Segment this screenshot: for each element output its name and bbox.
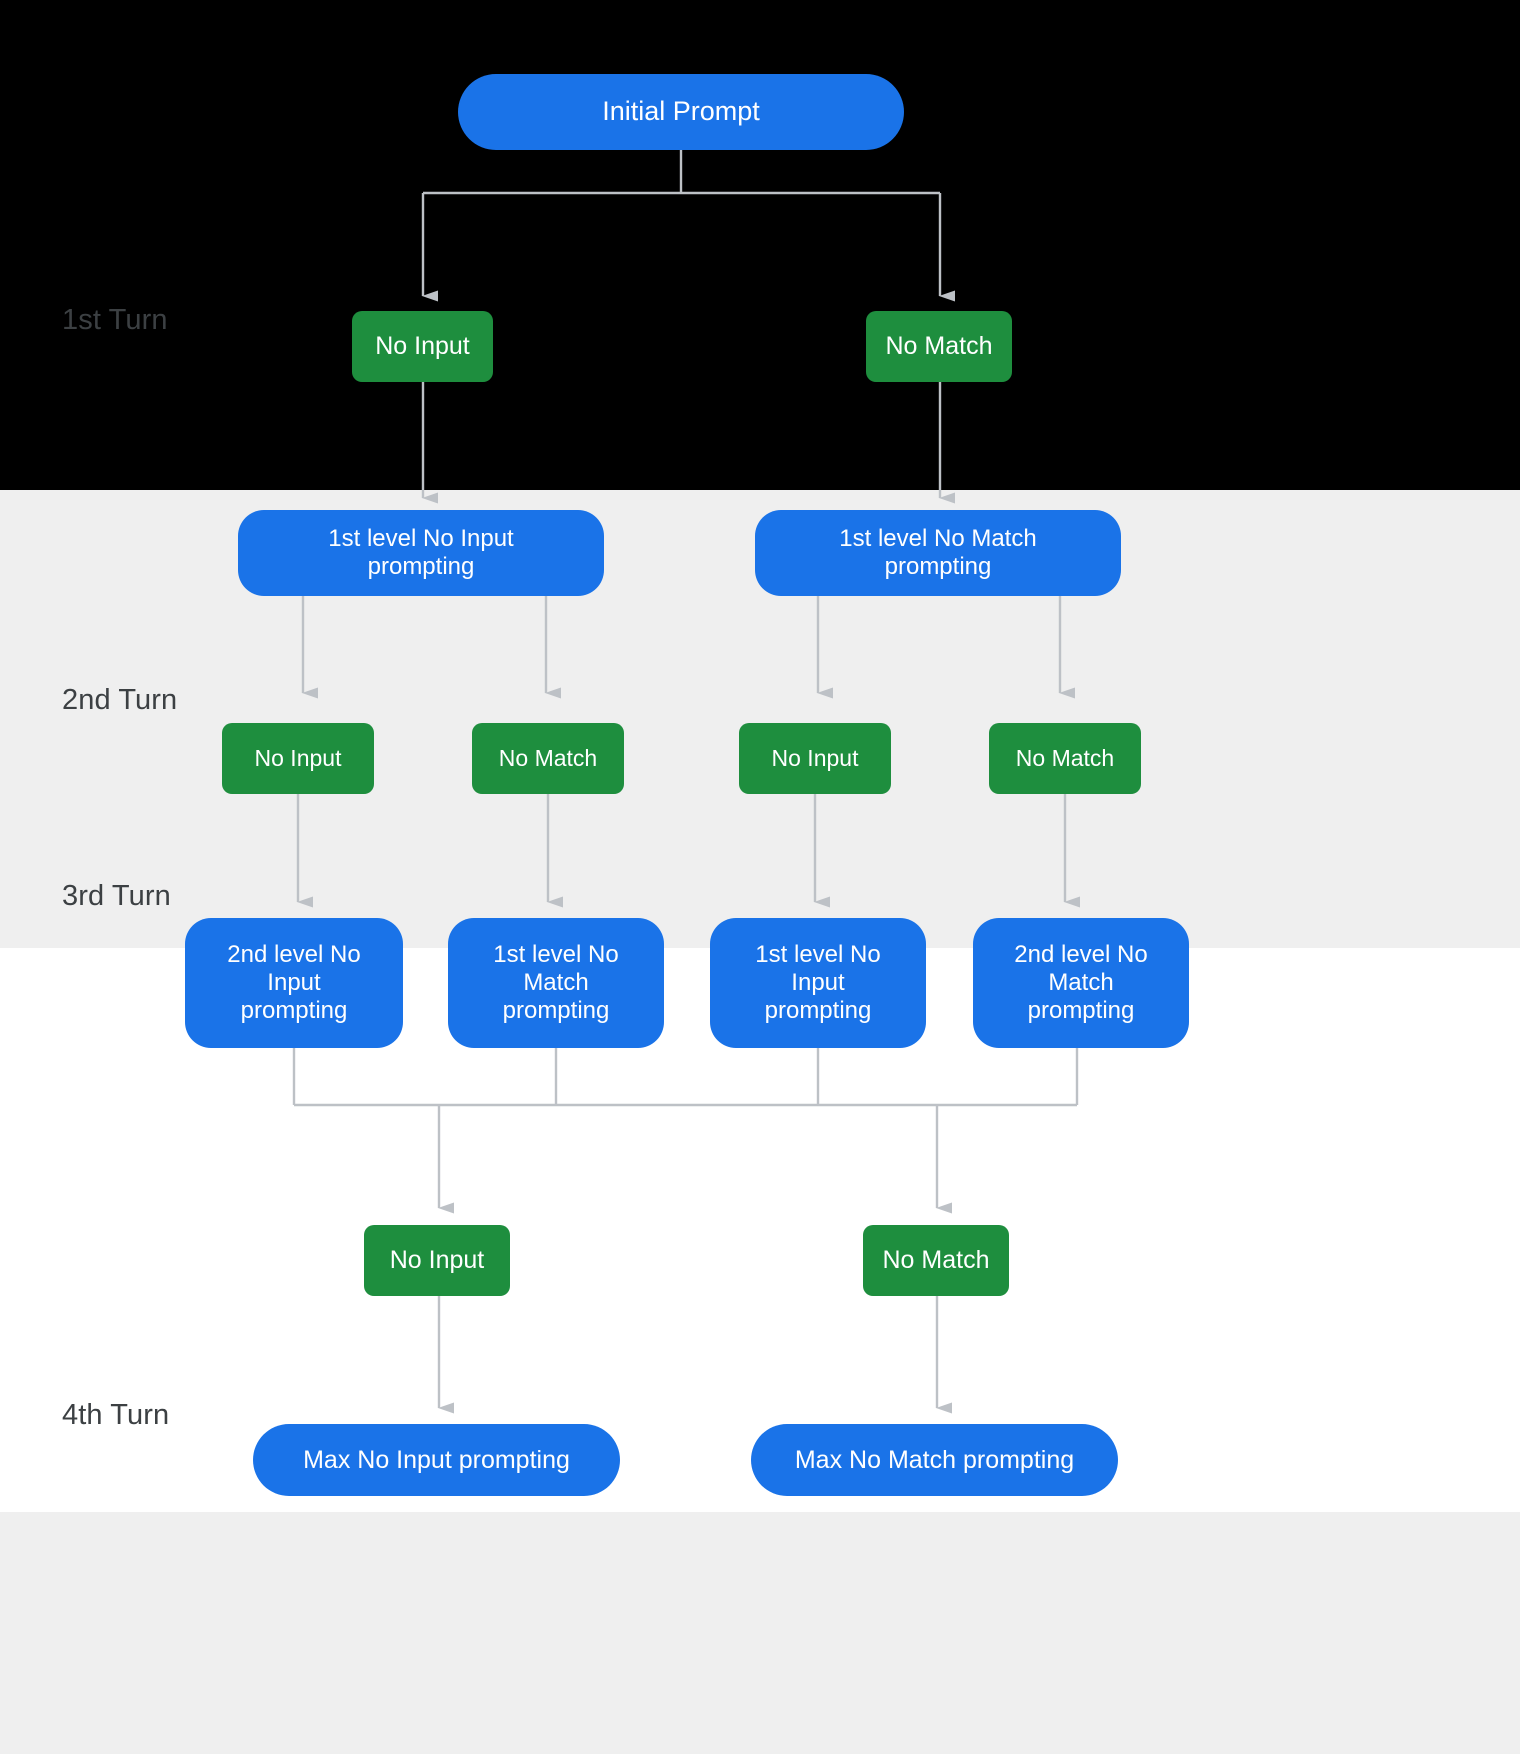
node-turn2-no-match-b[interactable]: No Match — [989, 723, 1141, 794]
node-turn3-second-level-no-match-prompting[interactable]: 2nd level No Match prompting — [973, 918, 1189, 1048]
node-turn1-no-match[interactable]: No Match — [866, 311, 1012, 382]
turn-label-3rd: 3rd Turn — [62, 880, 171, 912]
node-turn3-first-level-no-match-prompting[interactable]: 1st level No Match prompting — [448, 918, 664, 1048]
turn-label-1st: 1st Turn — [62, 304, 168, 336]
node-turn2-no-input-a[interactable]: No Input — [222, 723, 374, 794]
turn-label-4th: 4th Turn — [62, 1399, 170, 1431]
band-4th-turn — [0, 1512, 1520, 1754]
node-turn1-no-input[interactable]: No Input — [352, 311, 493, 382]
node-turn2-no-match-a[interactable]: No Match — [472, 723, 624, 794]
node-turn2-first-level-no-match-prompting[interactable]: 1st level No Match prompting — [755, 510, 1121, 596]
node-turn3-no-input[interactable]: No Input — [364, 1225, 510, 1296]
node-initial-prompt[interactable]: Initial Prompt — [458, 74, 904, 150]
node-turn3-first-level-no-input-prompting[interactable]: 1st level No Input prompting — [710, 918, 926, 1048]
node-turn2-no-input-b[interactable]: No Input — [739, 723, 891, 794]
node-turn2-first-level-no-input-prompting[interactable]: 1st level No Input prompting — [238, 510, 604, 596]
node-turn3-second-level-no-input-prompting[interactable]: 2nd level No Input prompting — [185, 918, 403, 1048]
node-turn3-no-match[interactable]: No Match — [863, 1225, 1009, 1296]
node-turn4-max-no-input-prompting[interactable]: Max No Input prompting — [253, 1424, 620, 1496]
node-turn4-max-no-match-prompting[interactable]: Max No Match prompting — [751, 1424, 1118, 1496]
turn-label-2nd: 2nd Turn — [62, 684, 178, 716]
